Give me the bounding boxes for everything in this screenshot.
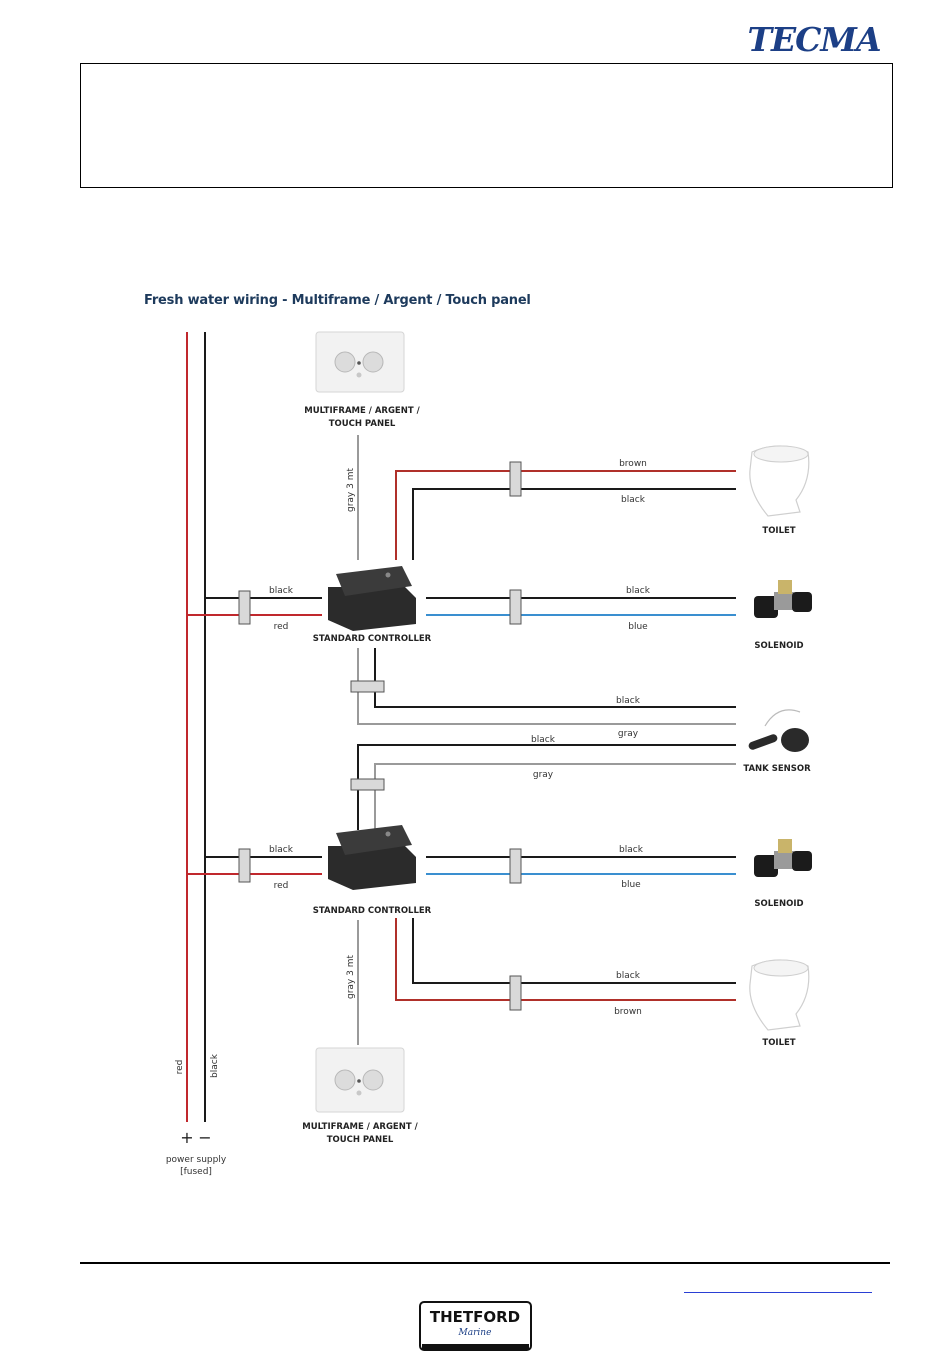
wire-label: black	[616, 971, 641, 981]
solenoid-bottom	[754, 839, 812, 877]
wire-label: gray	[533, 770, 554, 780]
connector	[238, 848, 251, 883]
wire-label: black	[621, 495, 646, 505]
device-label: MULTIFRAME / ARGENT /TOUCH PANEL	[304, 406, 420, 429]
wire-label: red	[175, 1060, 185, 1075]
device-label: TANK SENSOR	[743, 764, 811, 774]
thetford-logo: THETFORD Marine	[418, 1300, 533, 1352]
toilet-bottom	[749, 959, 810, 1031]
power-label: power supply	[166, 1155, 227, 1165]
device-label: SOLENOID	[754, 899, 803, 909]
device-label: TOILET	[762, 526, 795, 536]
standard-controller-bottom	[328, 825, 416, 890]
wire-label: blue	[628, 622, 648, 632]
tecma-logo-text: TECMA	[747, 22, 881, 56]
device-label: TOILET	[762, 1038, 795, 1048]
wire-label: brown	[619, 459, 647, 469]
wire-label: black	[619, 845, 644, 855]
tecma-logo: TECMA	[734, 20, 894, 59]
touch-panel-bottom	[315, 1047, 405, 1113]
power-label: [fused]	[180, 1167, 212, 1177]
header-box	[80, 63, 893, 188]
device-label: STANDARD CONTROLLER	[313, 634, 432, 644]
wire-label: black	[531, 735, 556, 745]
footer-rule	[80, 1262, 890, 1264]
connector	[509, 975, 522, 1011]
wire-label: black	[210, 1053, 220, 1078]
tank-sensor	[748, 709, 809, 752]
wire-label: red	[274, 622, 289, 632]
diagram-title: Fresh water wiring - Multiframe / Argent…	[144, 293, 531, 308]
wire-label: black	[269, 586, 294, 596]
wire-label: black	[626, 586, 651, 596]
solenoid-top	[754, 580, 812, 618]
standard-controller-top	[328, 566, 416, 631]
connector	[350, 680, 385, 693]
wire-label: red	[274, 881, 289, 891]
wire-label: black	[616, 696, 641, 706]
wire-label: brown	[614, 1007, 642, 1017]
minus-symbol: −	[198, 1128, 211, 1147]
thetford-logo-text: THETFORD	[430, 1308, 520, 1326]
wire-label: black	[269, 845, 294, 855]
wire-label: gray 3 mt	[346, 955, 356, 999]
device-label: SOLENOID	[754, 641, 803, 651]
device-label: MULTIFRAME / ARGENT /TOUCH PANEL	[302, 1122, 418, 1145]
footer-link-underline[interactable]	[684, 1292, 872, 1293]
device-label: STANDARD CONTROLLER	[313, 906, 432, 916]
connector	[509, 589, 522, 625]
wire-label: gray 3 mt	[346, 468, 356, 512]
wire-label: blue	[621, 880, 641, 890]
plus-symbol: +	[180, 1128, 193, 1147]
wire-label: gray	[618, 729, 639, 739]
connector	[509, 848, 522, 884]
connector	[238, 590, 251, 625]
toilet-top	[749, 445, 810, 517]
thetford-logo-subtext: Marine	[458, 1328, 492, 1338]
connector	[350, 778, 385, 791]
touch-panel-top	[315, 331, 405, 393]
connector	[509, 461, 522, 497]
